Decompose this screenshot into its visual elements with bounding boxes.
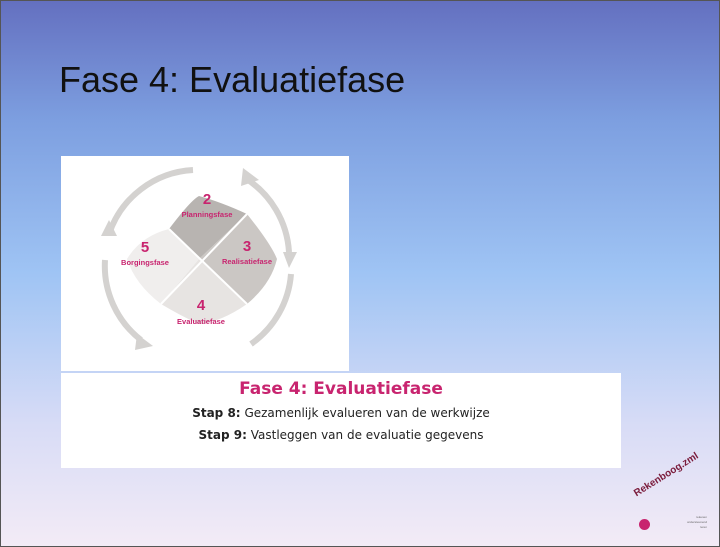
step-8-label: Stap 8:: [192, 406, 241, 420]
step-8-text: Gezamenlijk evalueren van de werkwijze: [244, 406, 490, 420]
quadrant-3-label: Realisatiefase: [222, 257, 272, 266]
quadrant-borgingsfase: [127, 229, 199, 304]
quadrant-evaluatiefase: [161, 259, 247, 324]
step-8: Stap 8: Gezamenlijk evalueren van de wer…: [61, 406, 621, 420]
logo-name: Rekenboog.zml: [632, 450, 701, 500]
quadrant-5-number: 5: [141, 239, 149, 256]
slide-title: Fase 4: Evaluatiefase: [59, 59, 406, 100]
logo-tagline-2: ondersteunend: [686, 520, 707, 524]
phase-heading: Fase 4: Evaluatiefase: [239, 379, 443, 399]
cycle-arrow-arc-top-left: [106, 167, 194, 235]
phase-cycle-diagram: 2 Planningsfase 3 Realisatiefase 4 Evalu…: [61, 156, 349, 371]
cycle-arrow-arc-bottom-left: [101, 259, 143, 343]
step-9-text: Vastleggen van de evaluatie gegevens: [250, 428, 484, 442]
quadrant-3-number: 3: [243, 238, 251, 255]
quadrant-realisatiefase: [199, 214, 277, 304]
logo-tagline-1: rekenen: [696, 515, 707, 519]
arrowhead-left: [101, 220, 117, 236]
quadrant-2-number: 2: [203, 191, 211, 208]
rekenboog-logo: Rekenboog.zml rekenen ondersteunend lere…: [632, 451, 711, 541]
quadrant-divider-2: [160, 213, 248, 305]
arrowhead-right: [283, 252, 297, 268]
step-9-label: Stap 9:: [198, 428, 247, 442]
logo-mark-icon: [639, 519, 650, 530]
quadrant-5-label: Borgingsfase: [121, 258, 169, 267]
cycle-arrow-arc-top-right: [243, 175, 292, 253]
step-9: Stap 9: Vastleggen van de evaluatie gege…: [61, 428, 621, 442]
quadrant-divider-1: [168, 228, 248, 305]
quadrant-2-label: Planningsfase: [182, 210, 233, 219]
quadrant-planningsfase: [169, 196, 247, 259]
cycle-arrow-arc-bottom-right: [249, 273, 294, 347]
arrowhead-bottom-left: [135, 334, 153, 350]
logo-tagline-3: leren: [700, 525, 707, 529]
quadrant-4-number: 4: [197, 297, 206, 314]
phase-steps-box: Fase 4: Evaluatiefase Stap 8: Gezamenlij…: [61, 373, 621, 468]
phase-cycle-svg: 2 Planningsfase 3 Realisatiefase 4 Evalu…: [101, 167, 297, 350]
quadrant-4-label: Evaluatiefase: [177, 317, 225, 326]
arrowhead-top-right: [241, 168, 259, 186]
